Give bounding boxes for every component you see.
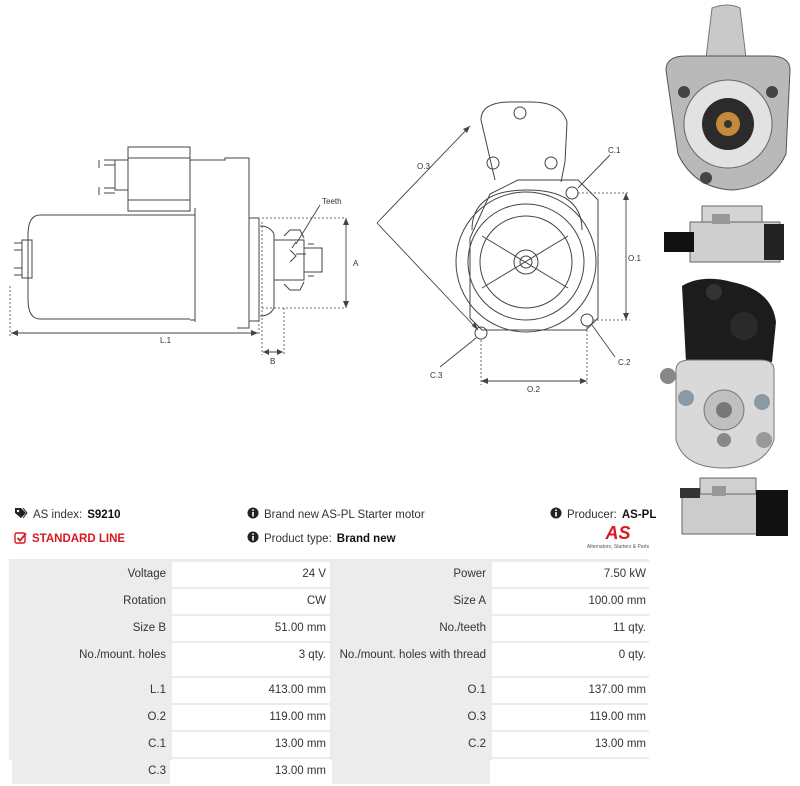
label-teeth: Teeth [322, 197, 342, 206]
photo-front-view [665, 4, 791, 191]
technical-drawing: Teeth A B L.1 O.3 C.1 O.1 C.2 C.3 O.2 [9, 101, 641, 394]
label-b: B [270, 357, 275, 366]
spec-value: 13.00 mm [172, 759, 330, 784]
label-o1: O.1 [628, 254, 641, 263]
product-type-label: Product type: [264, 532, 332, 545]
spec-label: C.3 [12, 759, 170, 784]
spec-label: C.2 [332, 732, 490, 757]
spec-label: Size B [12, 616, 170, 641]
photo-side-view-2 [680, 477, 788, 536]
spec-value: 119.00 mm [172, 705, 330, 730]
product-type-value: Brand new [336, 532, 396, 545]
spec-label: No./teeth [332, 616, 490, 641]
spec-value: 413.00 mm [172, 678, 330, 703]
spec-value: 3 qty. [172, 643, 330, 676]
description: Brand new AS-PL Starter motor [247, 507, 425, 522]
label-l1: L.1 [160, 336, 172, 345]
standard-line: STANDARD LINE [14, 531, 125, 547]
spec-label: No./mount. holes with thread [332, 643, 490, 676]
spec-value: CW [172, 589, 330, 614]
spec-value: 119.00 mm [492, 705, 650, 730]
as-index-value: S9210 [87, 508, 121, 521]
logo-text: AS [604, 523, 630, 543]
photo-side-view [664, 205, 784, 263]
tag-icon [14, 507, 28, 522]
description-text: Brand new AS-PL Starter motor [264, 508, 425, 521]
producer-value: AS-PL [621, 508, 657, 521]
checkbox-checked-icon [14, 531, 27, 547]
spec-label: O.3 [332, 705, 490, 730]
spec-value [492, 759, 650, 784]
spec-label: L.1 [12, 678, 170, 703]
as-index: AS index: S9210 [14, 507, 121, 522]
spec-label: Voltage [12, 562, 170, 587]
info-icon [247, 507, 259, 522]
photo-rear-view [660, 278, 776, 469]
spec-value: 100.00 mm [492, 589, 650, 614]
spec-label: O.2 [12, 705, 170, 730]
label-o3: O.3 [417, 162, 430, 171]
label-c1: C.1 [608, 146, 621, 155]
product-photos [660, 4, 791, 536]
producer: Producer: AS-PL [550, 507, 656, 522]
label-c2: C.2 [618, 358, 631, 367]
spec-value: 137.00 mm [492, 678, 650, 703]
spec-label: No./mount. holes [12, 643, 170, 676]
spec-label: C.1 [12, 732, 170, 757]
info-icon [550, 507, 562, 522]
spec-value: 11 qty. [492, 616, 650, 641]
logo-tagline: Alternators, Starters & Parts [586, 544, 650, 550]
spec-label: O.1 [332, 678, 490, 703]
label-c3: C.3 [430, 371, 443, 380]
standard-line-label: STANDARD LINE [32, 533, 126, 545]
spec-value: 7.50 kW [492, 562, 650, 587]
label-o2: O.2 [527, 385, 540, 394]
as-pl-logo: AS Alternators, Starters & Parts [585, 520, 651, 554]
spec-label: Power [332, 562, 490, 587]
spec-value: 13.00 mm [492, 732, 650, 757]
spec-label: Rotation [12, 589, 170, 614]
label-a: A [353, 259, 359, 268]
info-icon [247, 531, 259, 546]
spec-value: 51.00 mm [172, 616, 330, 641]
spec-label: Size A [332, 589, 490, 614]
spec-value: 13.00 mm [172, 732, 330, 757]
product-type: Product type: Brand new [247, 531, 396, 546]
spec-value: 0 qty. [492, 643, 650, 676]
as-index-label: AS index: [33, 508, 83, 521]
spec-value: 24 V [172, 562, 330, 587]
producer-label: Producer: [567, 508, 617, 521]
spec-label [332, 759, 490, 784]
